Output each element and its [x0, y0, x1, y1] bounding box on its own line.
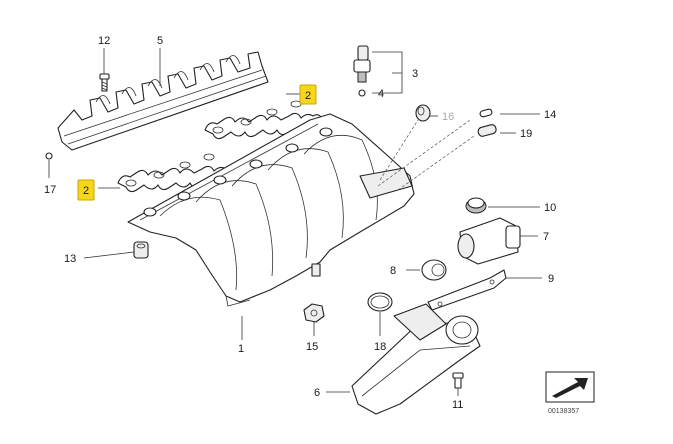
part-7-valve: [457, 217, 521, 265]
screw-12: [99, 73, 110, 92]
callout-2-upper-highlight: [299, 84, 317, 105]
part-19: [477, 124, 497, 137]
callout-11: 11: [452, 399, 463, 411]
reference-number: 00138357: [548, 408, 579, 415]
arrow-box-icon: [545, 371, 595, 403]
part-3-injector: [353, 45, 371, 97]
callout-1: 1: [238, 343, 244, 355]
harness-carrier: [57, 51, 269, 151]
callout-15: 15: [306, 341, 318, 353]
part-8-ring: [421, 259, 447, 281]
screw-11: [452, 372, 464, 389]
callout-2-lower: 2: [83, 185, 89, 197]
callout-7: 7: [543, 231, 549, 243]
part-14: [479, 108, 493, 118]
gasket-row-upper: [204, 100, 324, 140]
callout-19: 19: [520, 128, 532, 140]
callout-4: 4: [378, 88, 384, 100]
callout-2-lower-highlight: [77, 179, 95, 201]
callout-10: 10: [544, 202, 556, 214]
callout-2-upper: 2: [305, 90, 311, 102]
part-6-housing: [351, 303, 481, 415]
callout-18: 18: [374, 341, 386, 353]
nut-15: [303, 303, 325, 323]
callouts: 12 5 3 4 2 2 16 14 19 17 10 7 13 8 9 1 1…: [44, 35, 556, 411]
callout-9: 9: [548, 273, 554, 285]
callout-8: 8: [390, 265, 396, 277]
callout-14: 14: [544, 109, 556, 121]
callout-16: 16: [442, 111, 454, 123]
callout-12: 12: [98, 35, 110, 47]
part-10: [465, 197, 487, 214]
clip-17: [45, 152, 53, 160]
nut-13: [133, 241, 149, 259]
leader-lines: [48, 48, 542, 396]
intake-manifold: [127, 113, 415, 307]
callout-17: 17: [44, 184, 56, 196]
callout-3: 3: [412, 68, 418, 80]
callout-5: 5: [157, 35, 163, 47]
part-16: [415, 104, 431, 122]
callout-13: 13: [64, 253, 76, 265]
callout-6: 6: [314, 387, 320, 399]
part-18-oring: [367, 292, 393, 312]
